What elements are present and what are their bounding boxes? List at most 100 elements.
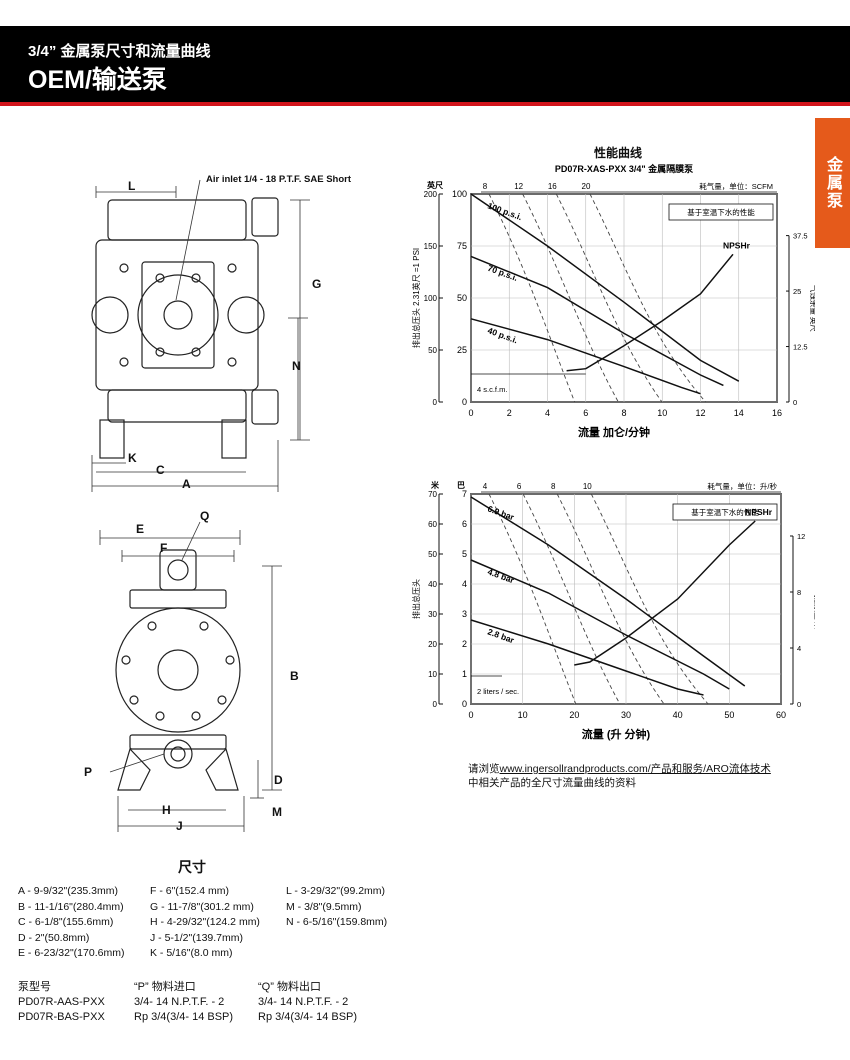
- y-tick-label: 0: [462, 397, 467, 407]
- web-note: 请浏览www.ingersollrandproducts.com/产品和服务/A…: [468, 762, 771, 790]
- dimension-item: L - 3-29/32"(99.2mm): [286, 885, 386, 897]
- right-axis-label: 气蚀余量 米: [813, 590, 815, 630]
- top-tick-label: 4: [483, 482, 488, 491]
- outer-left-tick-label: 10: [428, 670, 437, 679]
- y-tick-label: 50: [457, 293, 467, 303]
- ports-col-inlet: “P” 物料进口 3/4- 14 N.P.T.F. - 2 Rp 3/4(3/4…: [134, 980, 233, 1025]
- y-tick-label: 7: [462, 489, 467, 499]
- dim-label-P: P: [84, 765, 92, 779]
- web-note-line2: 中相关产品的全尺寸流量曲线的资料: [468, 777, 636, 789]
- npsh-label: NPSHr: [723, 240, 751, 250]
- x-tick-label: 10: [518, 710, 528, 720]
- ports-cell: PD07R-BAS-PXX: [18, 1011, 105, 1023]
- chart-title: PD07R-XAS-PXX 3/4" 金属隔膜泵: [555, 163, 694, 174]
- series-label: 70 p.s.i.: [486, 263, 519, 283]
- ports-cell: PD07R-AAS-PXX: [18, 996, 105, 1008]
- right-tick-label: 12: [797, 532, 805, 541]
- dimension-item: E - 6-23/32"(170.6mm): [18, 947, 125, 959]
- air-consumption-curve: [589, 193, 706, 403]
- x-tick-label: 12: [695, 408, 705, 418]
- dimension-item: F - 6"(152.4 mm): [150, 885, 229, 897]
- right-tick-label: 8: [797, 588, 801, 597]
- outer-left-tick-label: 0: [433, 700, 438, 709]
- dim-label-C: C: [156, 463, 165, 477]
- dimension-item: D - 2"(50.8mm): [18, 931, 90, 944]
- top-axis-label: 耗气量，单位：升/秒: [707, 481, 777, 491]
- top-tick-label: 6: [517, 482, 522, 491]
- dim-label-J: J: [176, 819, 183, 833]
- dimension-item: H - 4-29/32"(124.2 mm): [150, 916, 260, 928]
- y-tick-label: 100: [452, 189, 467, 199]
- y-tick-label: 2: [462, 639, 467, 649]
- dimension-item: M - 3/8"(9.5mm): [286, 900, 362, 913]
- x-tick-label: 4: [545, 408, 550, 418]
- note-text: 基于室温下水的性能: [687, 207, 755, 217]
- top-axis-label: 耗气量，单位：SCFM: [699, 181, 773, 191]
- dimension-item: B - 11-1/16"(280.4mm): [18, 900, 124, 913]
- outer-left-unit: 英尺: [426, 180, 443, 190]
- ports-header: “P” 物料进口: [134, 981, 196, 993]
- right-tick-label: 37.5: [793, 232, 808, 241]
- dimensions-title: 尺寸: [178, 859, 206, 875]
- series-line: [470, 496, 746, 687]
- air-consumption-curve: [488, 493, 577, 705]
- dim-label-A: A: [182, 477, 191, 491]
- dimension-item: C - 6-1/8"(155.6mm): [18, 916, 114, 928]
- dimension-item: K - 5/16"(8.0 mm): [150, 947, 233, 959]
- dim-label-L: L: [128, 179, 135, 193]
- x-tick-label: 0: [468, 408, 473, 418]
- x-tick-label: 6: [583, 408, 588, 418]
- min-air-label: 2 liters / sec.: [477, 687, 519, 696]
- outer-left-tick-label: 30: [428, 610, 437, 619]
- outer-left-tick-label: 100: [424, 294, 438, 303]
- npsh-label: NPSHr: [745, 507, 773, 517]
- note-box: [668, 203, 774, 221]
- x-tick-label: 50: [724, 710, 734, 720]
- air-consumption-curve: [522, 193, 619, 403]
- y-tick-label: 1: [462, 669, 467, 679]
- x-tick-label: 60: [776, 710, 786, 720]
- dim-label-E: E: [136, 522, 144, 536]
- web-note-link[interactable]: www.ingersollrandproducts.com: [499, 763, 648, 775]
- ports-header: “Q” 物料出口: [258, 981, 321, 993]
- dimensions-col2: F - 6"(152.4 mm) G - 11-7/8"(301.2 mm) H…: [150, 884, 260, 962]
- outer-left-tick-label: 50: [428, 346, 437, 355]
- air-consumption-curve: [522, 493, 621, 705]
- series-line: [470, 318, 701, 395]
- x-tick-label: 14: [734, 408, 744, 418]
- web-note-prefix: 请浏览: [468, 763, 500, 775]
- note-text: 基于室温下水的性能: [691, 507, 759, 517]
- outer-left-tick-label: 40: [428, 580, 437, 589]
- y-tick-label: 4: [462, 579, 467, 589]
- dim-label-N: N: [292, 359, 301, 373]
- series-line: [574, 520, 756, 666]
- pump-drawings: L G N K C A E Q F B P D H M J Air inlet …: [84, 174, 352, 833]
- y-axis-label: 排出总压头 2.31英尺 =1 PSI: [411, 248, 421, 348]
- inner-left-unit: 巴: [457, 481, 465, 490]
- dim-label-M: M: [272, 805, 282, 819]
- top-tick-label: 10: [583, 482, 592, 491]
- dim-label-G: G: [312, 277, 321, 291]
- outer-left-tick-label: 60: [428, 520, 437, 529]
- right-tick-label: 25: [793, 287, 801, 296]
- air-consumption-curve: [555, 193, 663, 403]
- dim-label-B: B: [290, 669, 299, 683]
- series-line: [566, 253, 734, 372]
- side-tab[interactable]: 金属泵: [815, 118, 850, 248]
- min-air-label: 4 s.c.f.m.: [477, 385, 507, 394]
- header-title: OEM/输送泵: [28, 66, 167, 94]
- right-tick-label: 12.5: [793, 343, 808, 352]
- outer-left-tick-label: 150: [424, 242, 438, 251]
- outer-left-tick-label: 70: [428, 490, 437, 499]
- series-line: [470, 559, 730, 690]
- dim-label-F: F: [160, 541, 167, 555]
- dim-label-Q: Q: [200, 509, 209, 523]
- top-tick-label: 12: [514, 182, 523, 191]
- outer-left-tick-label: 50: [428, 550, 437, 559]
- x-tick-label: 20: [569, 710, 579, 720]
- y-tick-label: 25: [457, 345, 467, 355]
- outer-left-tick-label: 0: [433, 398, 438, 407]
- air-consumption-curve: [590, 493, 709, 705]
